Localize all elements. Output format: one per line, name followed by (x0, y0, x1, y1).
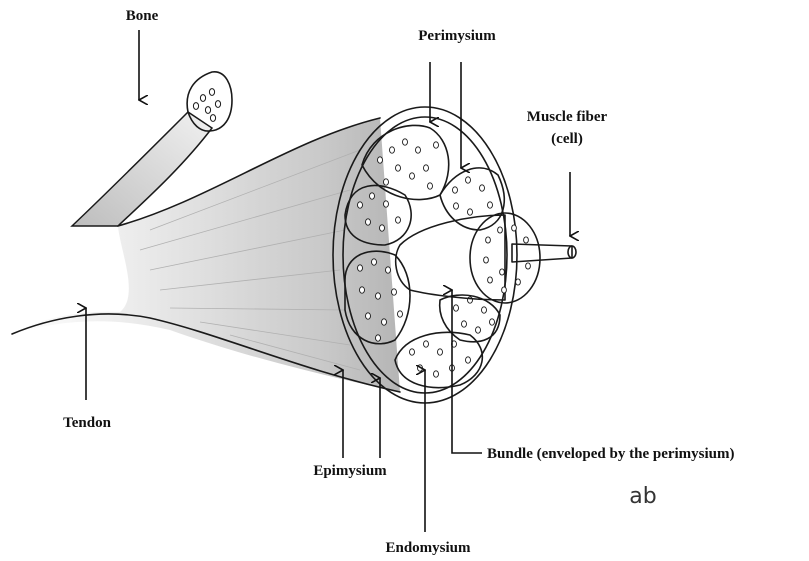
muscle-fiber (512, 244, 576, 262)
label-endomysium: Endomysium (385, 540, 471, 556)
bundle-cylinder (396, 213, 540, 303)
label-bone: Bone (126, 8, 159, 24)
signature-initials: ab (629, 484, 656, 509)
label-tendon: Tendon (63, 415, 111, 431)
label-muscle-fiber: Muscle fiber (527, 109, 608, 125)
label-bundle: Bundle (enveloped by the perimysium) (487, 446, 735, 462)
muscle-body (12, 118, 400, 392)
label-epimysium: Epimysium (313, 463, 387, 479)
label-perimysium: Perimysium (418, 28, 496, 44)
label-muscle-fiber-cell: (cell) (551, 131, 583, 147)
